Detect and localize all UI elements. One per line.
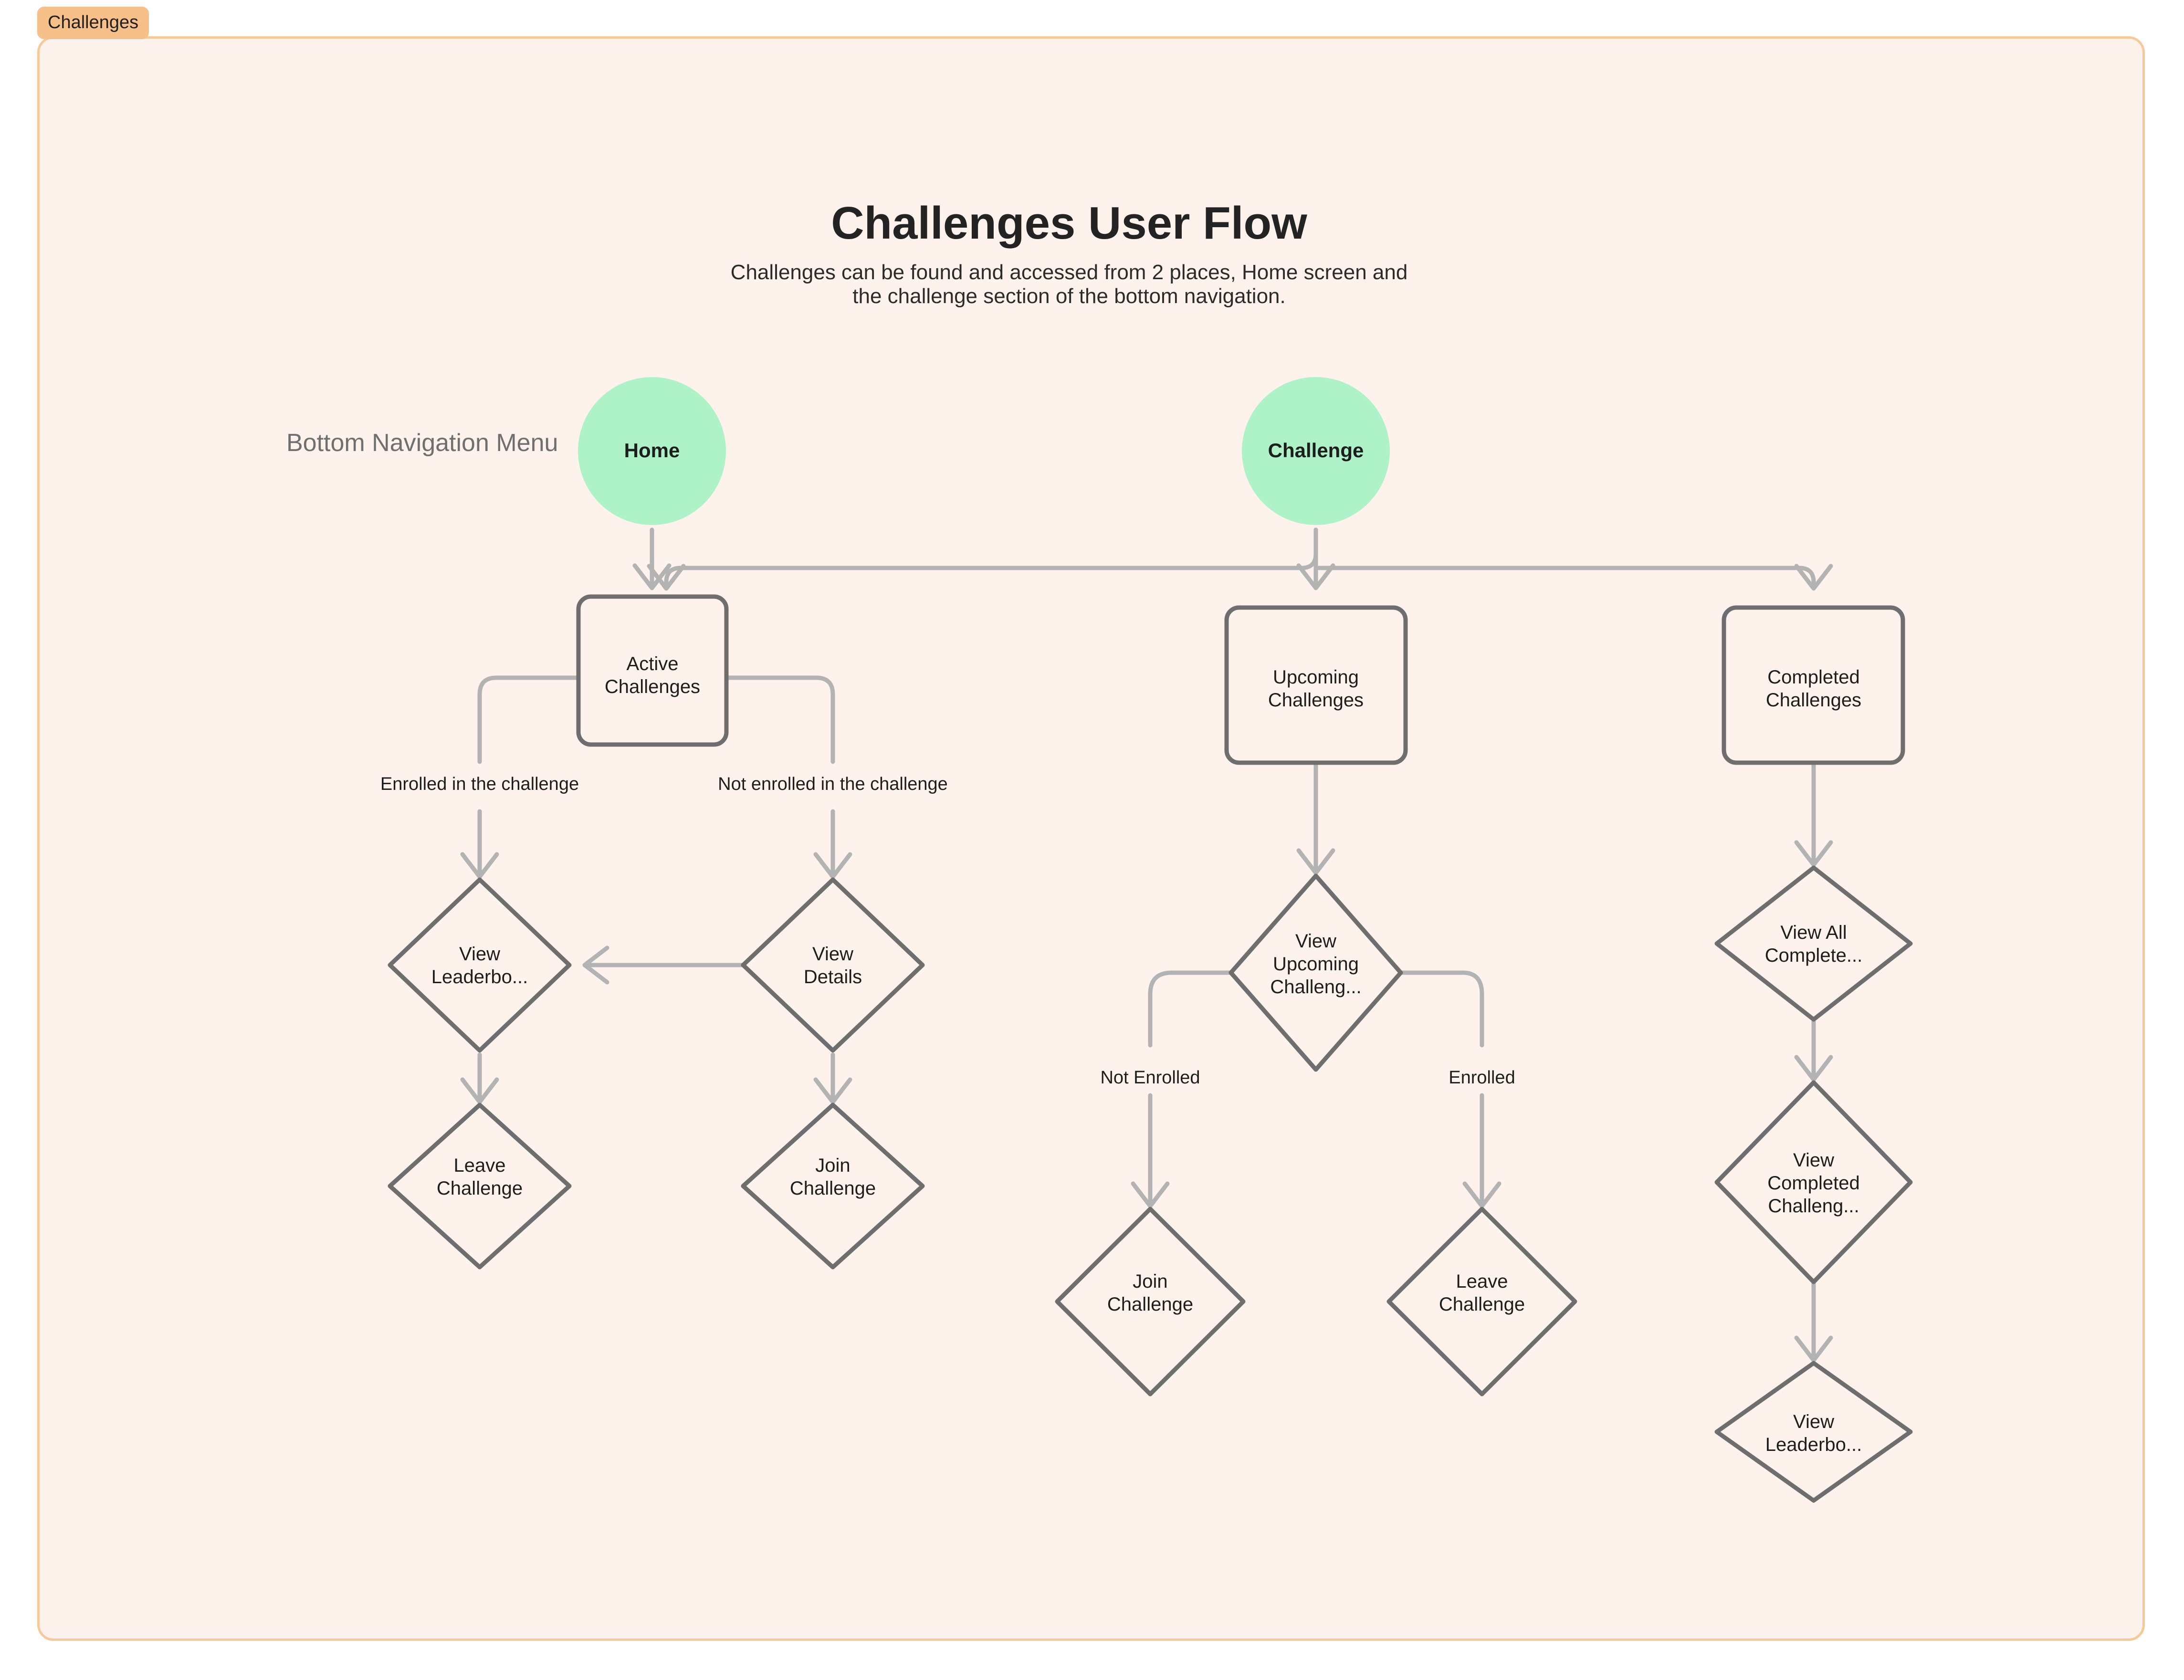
leave-challenge-active-label-line1: Leave bbox=[454, 1155, 506, 1176]
edge-upcoming-to-view-upcoming bbox=[1296, 760, 1335, 875]
edge-challenge-to-active bbox=[647, 527, 1318, 591]
edge-label-enrolled: Enrolled bbox=[1449, 1068, 1515, 1088]
upcoming-challenges-label-line1: Upcoming bbox=[1273, 667, 1359, 688]
edge-label-not-enrolled: Not Enrolled bbox=[1100, 1068, 1200, 1088]
view-completed-challenges-diamond[interactable] bbox=[1714, 1080, 1913, 1284]
category-node-upcoming-challenges[interactable]: Upcoming Challenges bbox=[1224, 605, 1408, 765]
view-leaderboard-active-label-line1: View bbox=[459, 944, 500, 965]
edge-challenge-to-upcoming bbox=[1296, 527, 1335, 590]
completed-challenges-label-line1: Completed bbox=[1767, 667, 1859, 688]
action-node-join-challenge-active[interactable]: Join Challenge bbox=[741, 1102, 925, 1270]
section-tag[interactable]: Challenges bbox=[37, 7, 149, 39]
active-challenges-box[interactable] bbox=[576, 594, 729, 747]
join-challenge-upcoming-label-line2: Challenge bbox=[1107, 1294, 1193, 1315]
action-node-view-upcoming-challenges[interactable]: View Upcoming Challeng... bbox=[1228, 873, 1403, 1072]
challenge-circle-label: Challenge bbox=[1268, 439, 1364, 462]
view-all-completed-label-line2: Complete... bbox=[1765, 945, 1863, 966]
edge-label-not-enrolled-in-the-challenge: Not enrolled in the challenge bbox=[718, 774, 948, 794]
action-node-view-details[interactable]: View Details bbox=[741, 877, 925, 1053]
edge-view-upcoming-to-leave-challenge bbox=[1395, 970, 1502, 1208]
leave-challenge-active-label-line2: Challenge bbox=[437, 1178, 523, 1199]
leave-challenge-upcoming-label-line2: Challenge bbox=[1439, 1294, 1525, 1315]
view-leaderboard-completed-diamond[interactable] bbox=[1714, 1361, 1913, 1503]
join-challenge-active-diamond[interactable] bbox=[741, 1102, 925, 1270]
action-node-view-all-completed[interactable]: View All Complete... bbox=[1714, 865, 1913, 1022]
entry-node-challenge[interactable]: Challenge bbox=[1242, 377, 1390, 525]
view-details-diamond[interactable] bbox=[741, 877, 925, 1053]
edge-challenge-to-completed bbox=[1313, 564, 1833, 591]
view-all-completed-diamond[interactable] bbox=[1714, 865, 1913, 1022]
join-challenge-upcoming-label-line1: Join bbox=[1133, 1271, 1167, 1292]
view-details-label-line2: Details bbox=[804, 966, 862, 987]
entry-node-home[interactable]: Home bbox=[578, 377, 726, 525]
edge-view-leaderboard-to-leave-challenge bbox=[460, 1052, 499, 1104]
edge-view-details-to-join-challenge bbox=[813, 1052, 852, 1104]
completed-challenges-box[interactable] bbox=[1722, 605, 1905, 765]
view-upcoming-challenges-label-line2: Upcoming bbox=[1273, 954, 1359, 975]
leave-challenge-upcoming-label-line1: Leave bbox=[1456, 1271, 1508, 1292]
category-node-active-challenges[interactable]: Active Challenges bbox=[576, 594, 729, 747]
join-challenge-upcoming-diamond[interactable] bbox=[1055, 1207, 1246, 1396]
leave-challenge-upcoming-diamond[interactable] bbox=[1386, 1207, 1577, 1396]
edge-view-upcoming-to-join-challenge bbox=[1131, 970, 1239, 1208]
diagram-frame bbox=[37, 36, 2145, 1641]
edge-view-completed-to-view-leaderboard bbox=[1794, 1277, 1833, 1363]
view-leaderboard-active-label-line2: Leaderbo... bbox=[431, 966, 528, 987]
view-upcoming-challenges-label-line1: View bbox=[1295, 931, 1336, 952]
view-completed-challenges-label-line1: View bbox=[1793, 1150, 1834, 1171]
upcoming-challenges-box[interactable] bbox=[1224, 605, 1408, 765]
action-node-leave-challenge-active[interactable]: Leave Challenge bbox=[388, 1102, 572, 1270]
join-challenge-active-label-line1: Join bbox=[815, 1155, 850, 1176]
leave-challenge-active-diamond[interactable] bbox=[388, 1102, 572, 1270]
edge-completed-to-view-all bbox=[1794, 760, 1833, 867]
action-node-view-leaderboard-active[interactable]: View Leaderbo... bbox=[388, 877, 572, 1053]
active-challenges-label-line2: Challenges bbox=[605, 676, 700, 697]
view-all-completed-label-line1: View All bbox=[1780, 922, 1847, 943]
active-challenges-label-line1: Active bbox=[627, 653, 679, 674]
view-leaderboard-completed-label-line1: View bbox=[1793, 1411, 1834, 1432]
join-challenge-active-label-line2: Challenge bbox=[790, 1178, 876, 1199]
action-node-leave-challenge-upcoming[interactable]: Leave Challenge bbox=[1386, 1207, 1577, 1396]
view-completed-challenges-label-line3: Challeng... bbox=[1768, 1196, 1859, 1217]
edge-view-details-to-view-leaderboard bbox=[582, 945, 749, 985]
view-completed-challenges-label-line2: Completed bbox=[1767, 1173, 1859, 1194]
edge-home-to-active bbox=[632, 527, 672, 590]
page-subtitle-line1: Challenges can be found and accessed fro… bbox=[731, 261, 1408, 284]
upcoming-challenges-label-line2: Challenges bbox=[1268, 690, 1364, 711]
page-subtitle-line2: the challenge section of the bottom navi… bbox=[852, 284, 1286, 308]
edge-active-to-view-leaderboard bbox=[460, 675, 580, 879]
edge-active-to-view-details bbox=[724, 675, 852, 879]
view-leaderboard-completed-label-line2: Leaderbo... bbox=[1765, 1434, 1862, 1455]
view-details-label-line1: View bbox=[812, 944, 853, 965]
view-upcoming-challenges-label-line3: Challeng... bbox=[1270, 976, 1361, 998]
action-node-join-challenge-upcoming[interactable]: Join Challenge bbox=[1055, 1207, 1246, 1396]
category-node-completed-challenges[interactable]: Completed Challenges bbox=[1722, 605, 1905, 765]
home-circle-label: Home bbox=[624, 439, 680, 462]
action-node-view-leaderboard-completed[interactable]: View Leaderbo... bbox=[1714, 1361, 1913, 1503]
edge-label-enrolled-in-the-challenge: Enrolled in the challenge bbox=[380, 774, 579, 794]
view-leaderboard-active-diamond[interactable] bbox=[388, 877, 572, 1053]
completed-challenges-label-line2: Challenges bbox=[1766, 690, 1861, 711]
action-node-view-completed-challenges[interactable]: View Completed Challeng... bbox=[1714, 1080, 1913, 1284]
page-title: Challenges User Flow bbox=[831, 198, 1307, 249]
home-circle[interactable] bbox=[578, 377, 726, 525]
row-label-bottom-navigation-menu: Bottom Navigation Menu bbox=[286, 429, 558, 457]
challenge-circle[interactable] bbox=[1242, 377, 1390, 525]
view-upcoming-challenges-diamond[interactable] bbox=[1228, 873, 1403, 1072]
